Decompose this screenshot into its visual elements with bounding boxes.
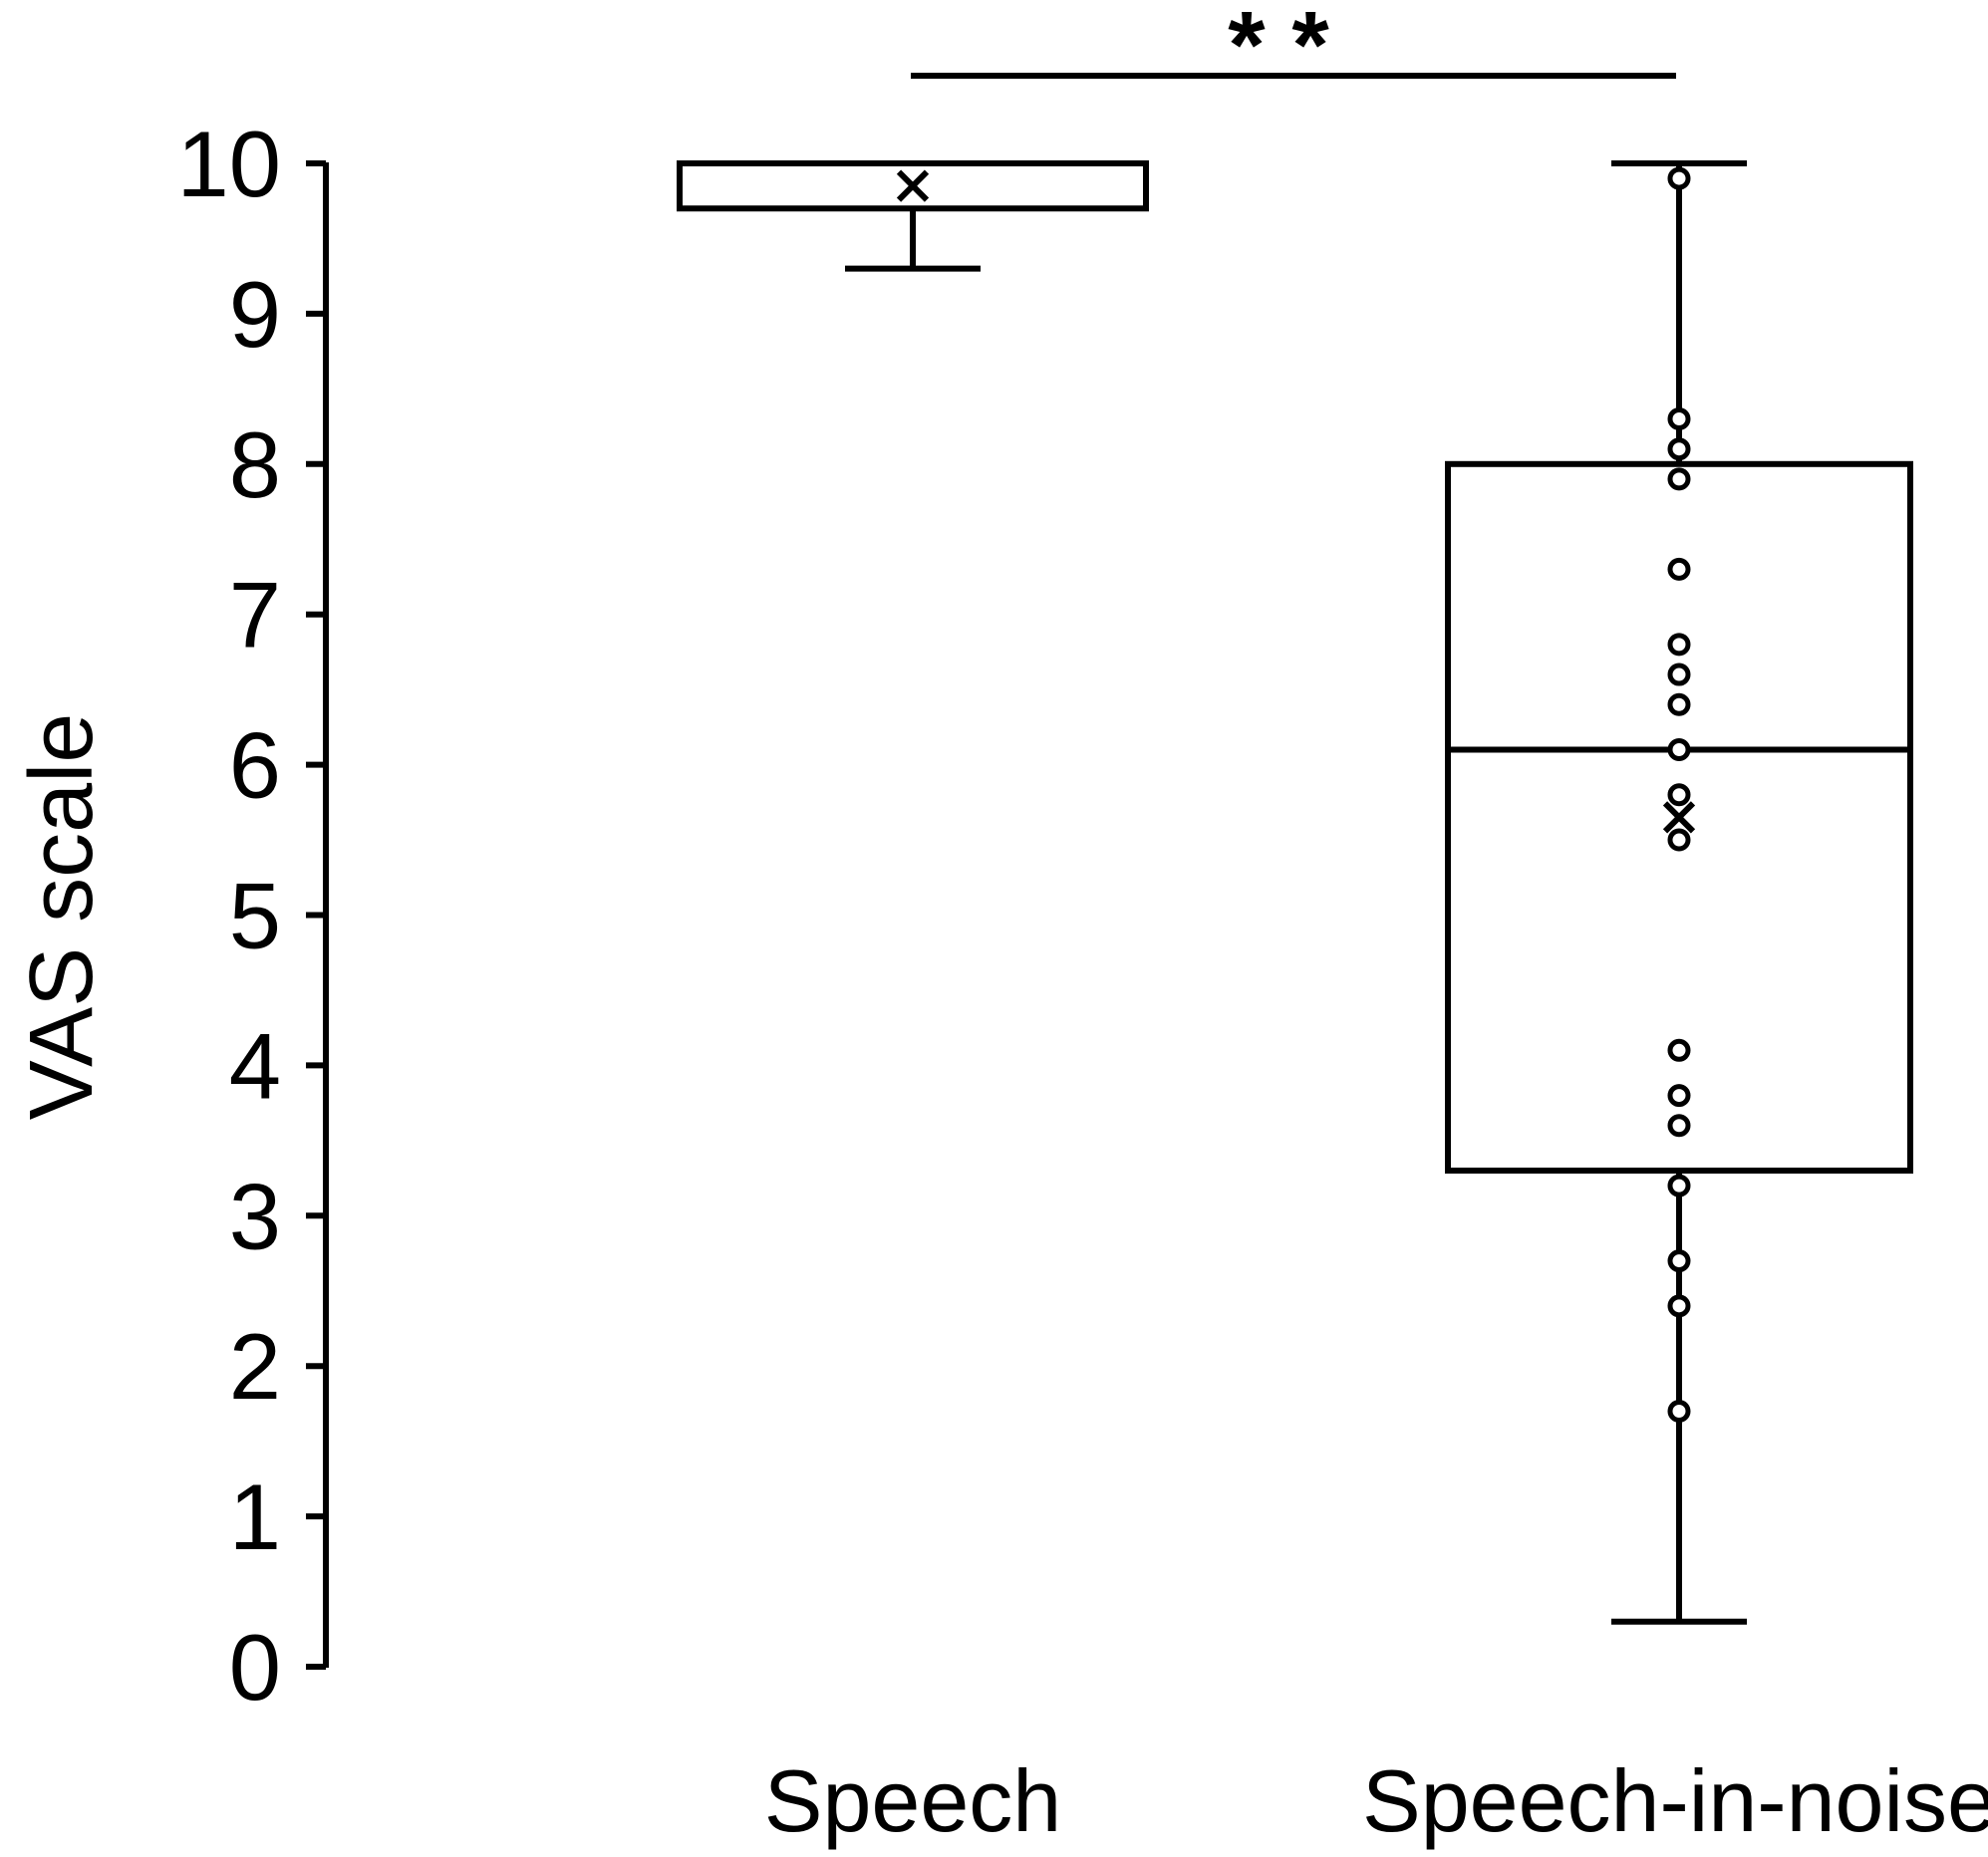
box-series	[677, 160, 1913, 1625]
significance-bracket: * *	[911, 0, 1676, 99]
mean-marker	[1662, 801, 1696, 834]
significance-label: * *	[1228, 0, 1329, 99]
data-point	[1667, 1038, 1691, 1062]
mean-marker-stroke	[896, 169, 930, 202]
category-label: Speech	[764, 1751, 1061, 1850]
data-point	[1667, 738, 1691, 762]
y-tick-label: 8	[229, 412, 281, 517]
y-tick-label: 6	[229, 713, 281, 818]
y-tick-label: 3	[229, 1164, 281, 1268]
y-tick-label: 2	[229, 1314, 281, 1419]
box-speech	[677, 160, 1149, 272]
data-point	[1667, 166, 1691, 190]
data-point	[1667, 1399, 1691, 1423]
data-point	[1667, 783, 1691, 807]
box-speech-in-noise	[1445, 160, 1913, 1625]
y-tick-label: 4	[229, 1013, 281, 1118]
y-tick-label: 7	[229, 563, 281, 667]
y-tick-label: 10	[176, 112, 281, 216]
mean-marker-stroke	[1662, 801, 1696, 834]
category-labels: Speech Speech-in-noise	[764, 1751, 1988, 1850]
data-point	[1667, 1294, 1691, 1318]
data-point	[1667, 1084, 1691, 1108]
data-point	[1667, 663, 1691, 686]
data-point	[1667, 407, 1691, 431]
data-point	[1667, 1174, 1691, 1197]
data-point	[1667, 557, 1691, 581]
data-point	[1667, 467, 1691, 491]
data-point	[1667, 1249, 1691, 1273]
data-point	[1667, 692, 1691, 716]
y-tick-label: 1	[229, 1464, 281, 1569]
y-tick-label: 5	[229, 864, 281, 968]
y-tick-labels: 0 1 2 3 4 5 6 7 8 9 10	[176, 112, 281, 1720]
data-point	[1667, 1114, 1691, 1138]
category-label: Speech-in-noise	[1362, 1751, 1988, 1850]
y-tick-label: 0	[229, 1615, 281, 1720]
mean-marker	[896, 169, 930, 202]
data-point	[1667, 437, 1691, 461]
y-axis-label: VAS scale	[12, 713, 112, 1121]
data-point	[1667, 633, 1691, 657]
y-tick-label: 9	[229, 262, 281, 367]
data-point	[1667, 828, 1691, 852]
y-axis	[306, 160, 329, 1670]
